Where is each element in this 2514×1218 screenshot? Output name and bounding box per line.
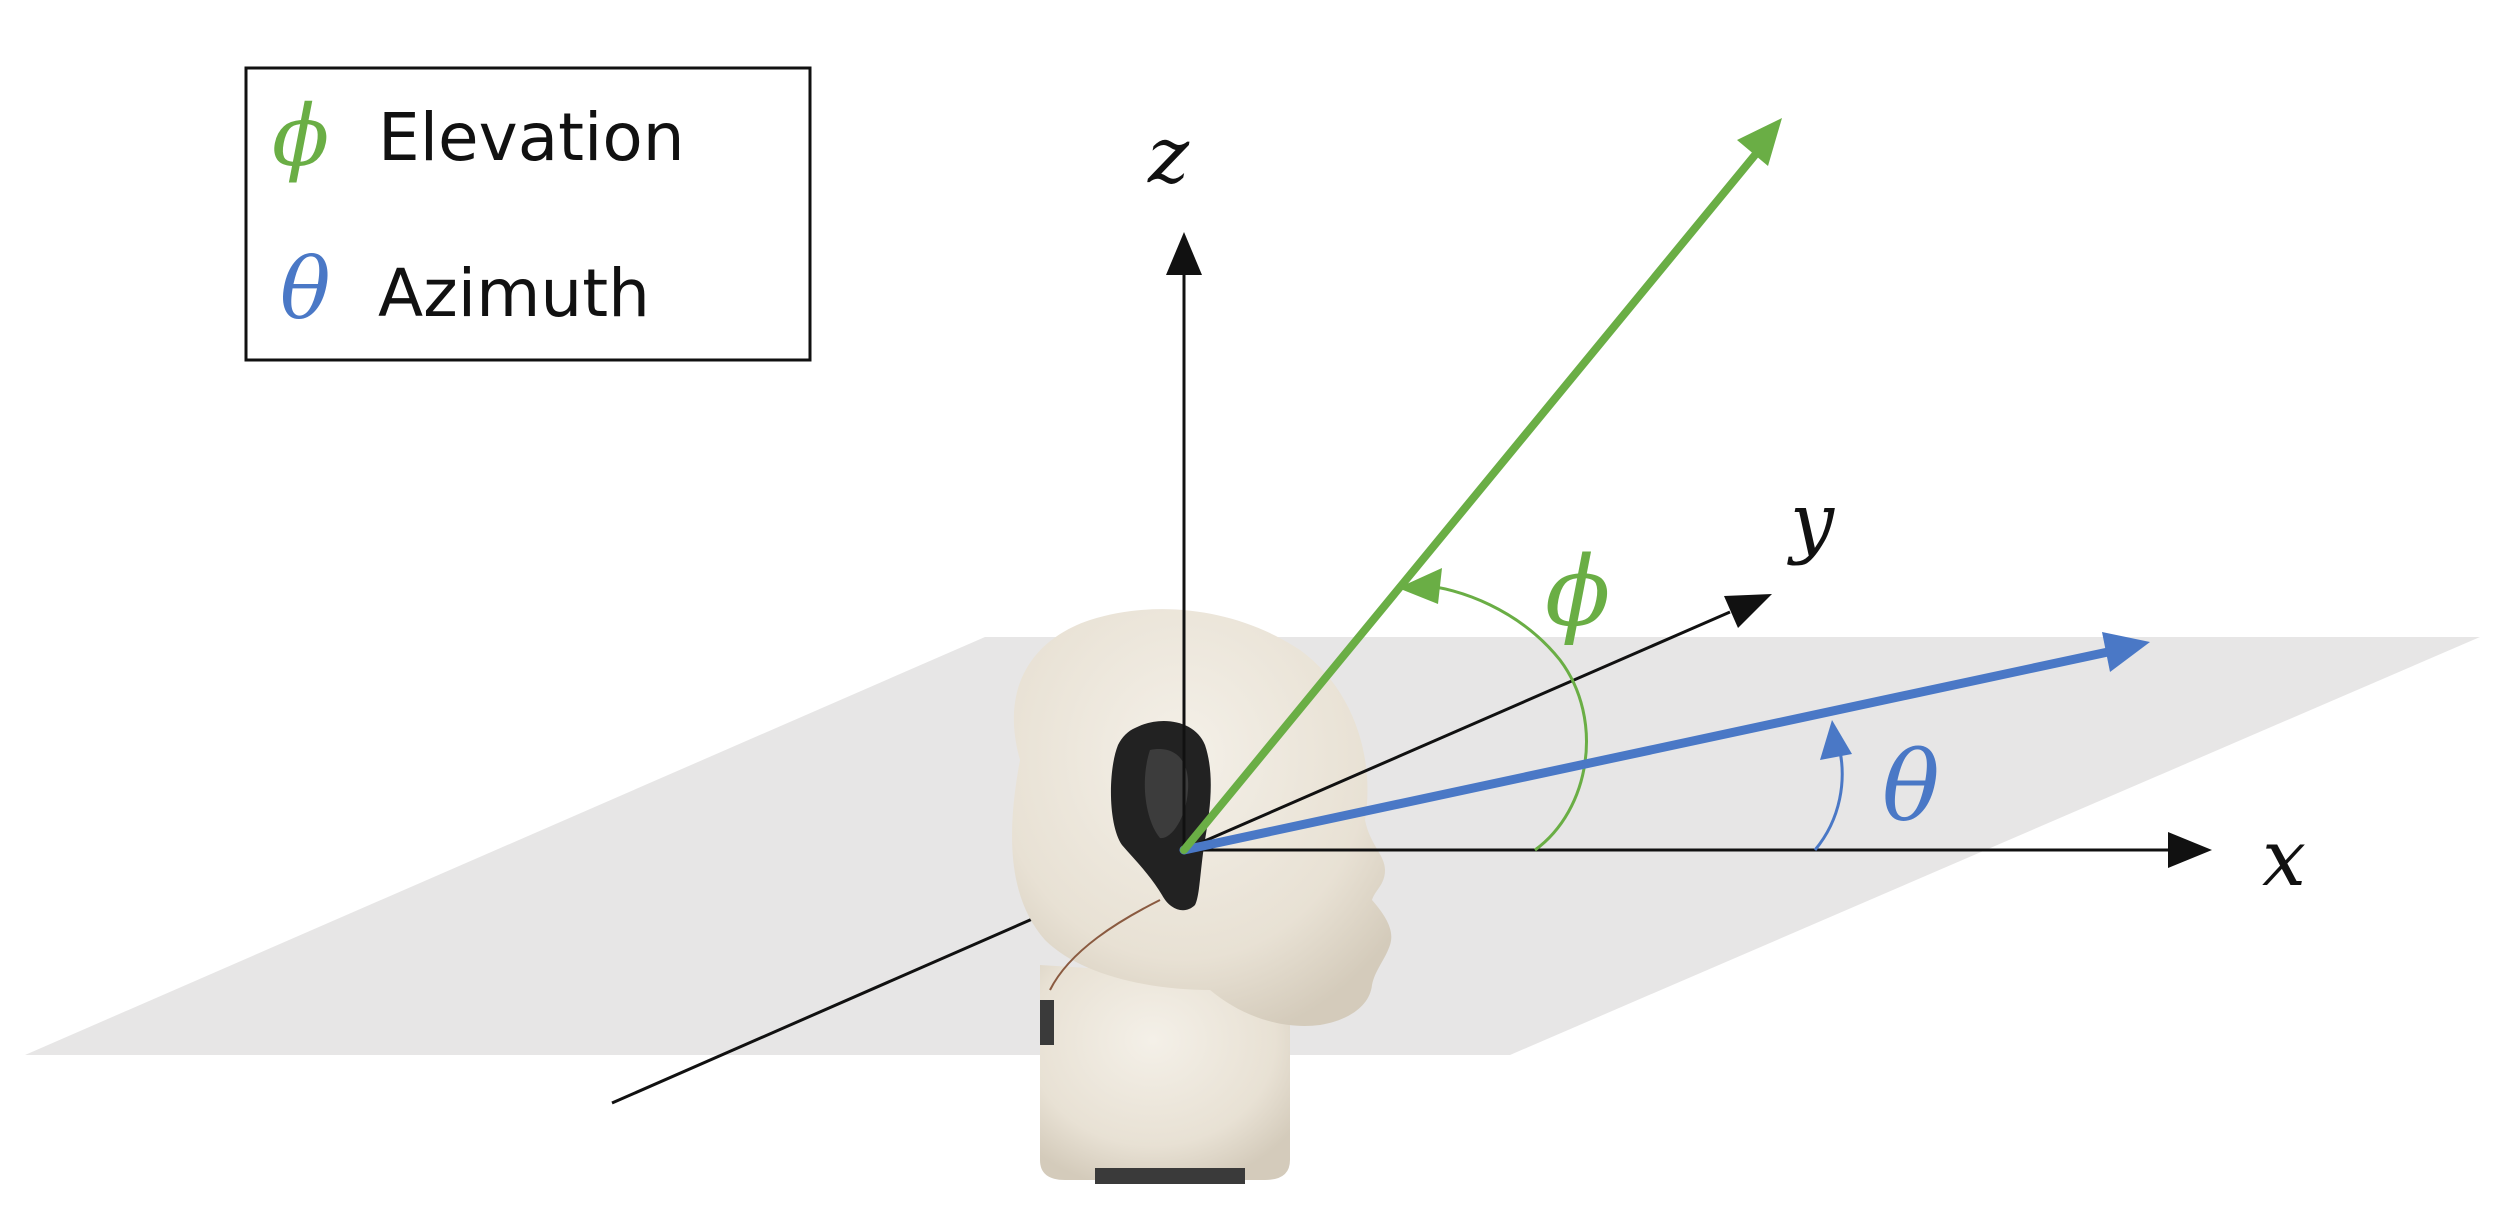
x-axis-arrowhead bbox=[2168, 832, 2212, 868]
mannequin-head-icon bbox=[1012, 609, 1392, 1184]
azimuth-arc-arrowhead bbox=[1820, 720, 1852, 760]
legend-elevation-label: Elevation bbox=[378, 99, 685, 176]
legend-elevation-symbol: ϕ bbox=[272, 87, 329, 185]
azimuth-vector bbox=[1179, 647, 2113, 855]
azimuth-vector-arrowhead bbox=[2102, 632, 2150, 672]
elevation-angle-label: ϕ bbox=[1545, 536, 1610, 648]
legend-azimuth-symbol: θ bbox=[280, 240, 331, 338]
z-axis-arrowhead bbox=[1166, 232, 1202, 275]
elevation-arc-arrowhead bbox=[1398, 568, 1442, 604]
y-axis-label: y bbox=[1787, 477, 1835, 567]
x-axis-label: x bbox=[2262, 814, 2306, 904]
y-axis-line bbox=[1183, 610, 1731, 852]
ear-microphone-icon bbox=[1049, 721, 1211, 991]
elevation-vector bbox=[1180, 151, 1759, 854]
z-axis-label: z bbox=[1147, 111, 1190, 201]
elevation-vector-arrowhead bbox=[1737, 118, 1782, 166]
y-axis-arrowhead bbox=[1724, 594, 1772, 628]
elevation-arc bbox=[1419, 583, 1588, 852]
legend: ϕ Elevation θ Azimuth bbox=[244, 66, 812, 362]
legend-azimuth-label: Azimuth bbox=[378, 255, 650, 332]
legend-box bbox=[244, 66, 812, 362]
azimuth-angle-label: θ bbox=[1882, 731, 1940, 843]
